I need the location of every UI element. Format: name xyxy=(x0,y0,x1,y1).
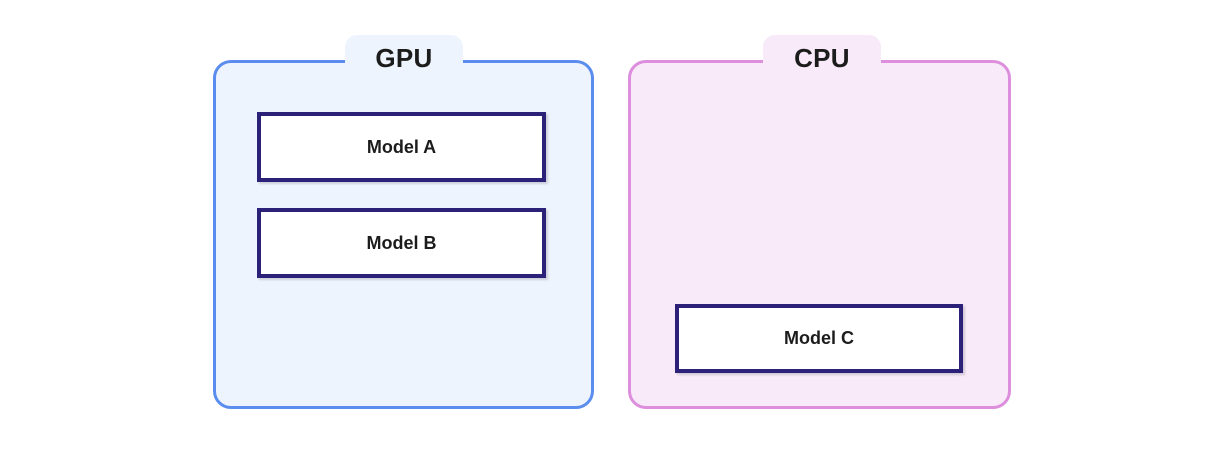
group-label-gpu: GPU xyxy=(345,35,463,81)
model-node-label: Model C xyxy=(784,328,854,348)
group-label-cpu: CPU xyxy=(763,35,881,81)
model-node-model-b[interactable]: Model B xyxy=(257,208,546,278)
model-node-model-a[interactable]: Model A xyxy=(257,112,546,182)
model-node-label: Model B xyxy=(366,232,437,253)
model-node-model-c[interactable]: Model C xyxy=(675,304,963,373)
model-node-label: Model A xyxy=(366,136,437,157)
